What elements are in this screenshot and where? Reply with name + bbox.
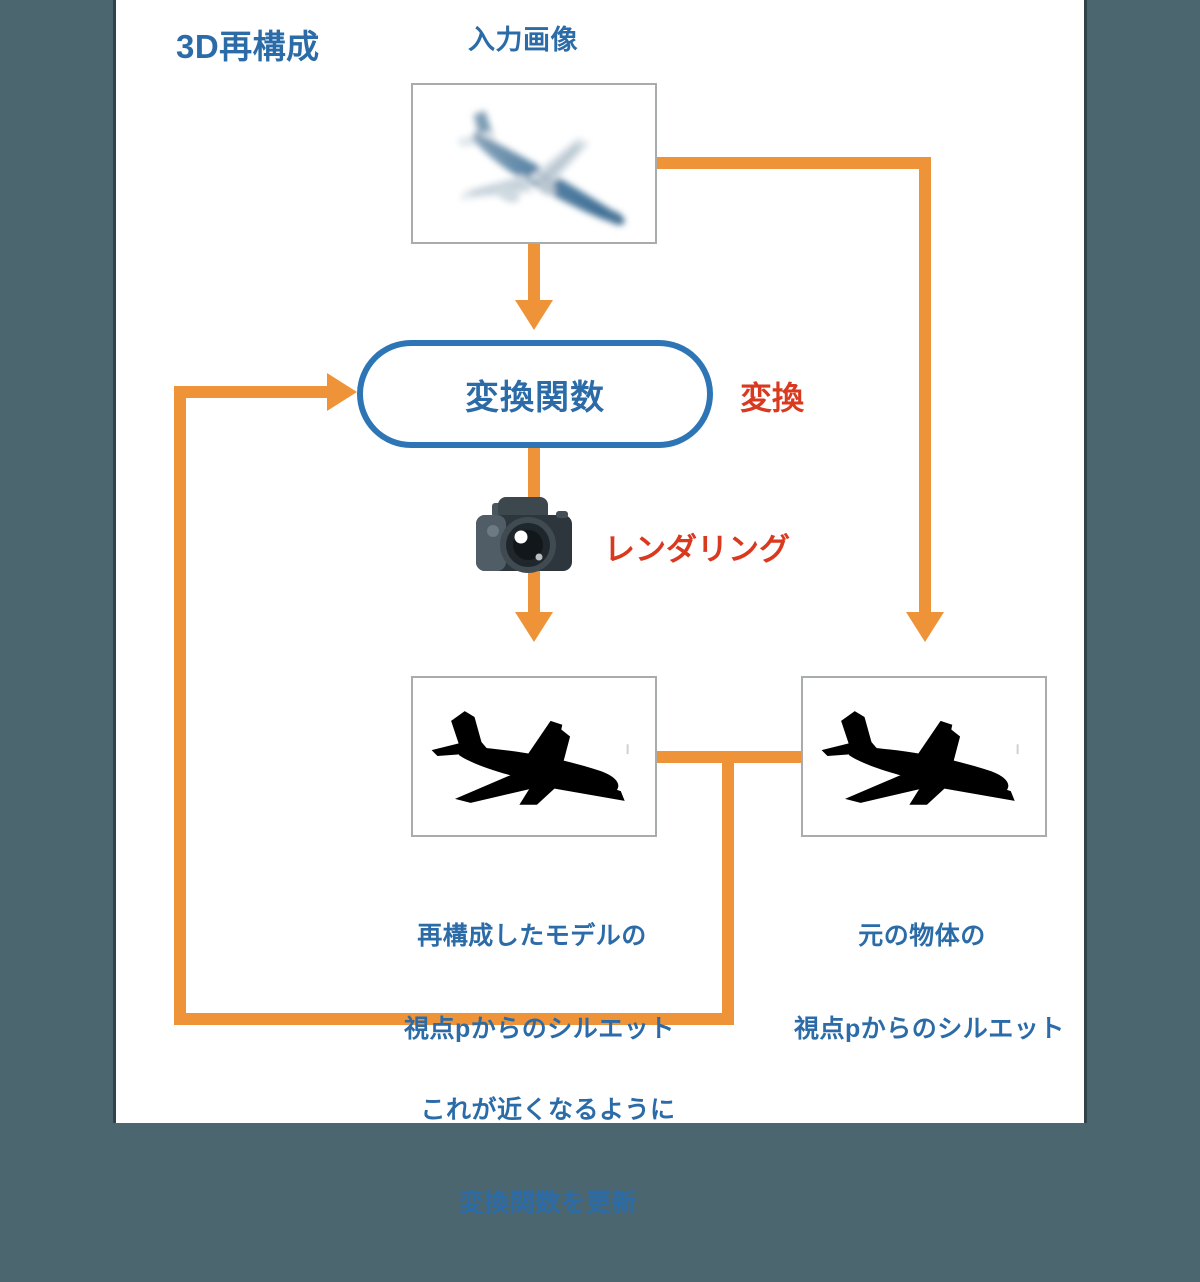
- reconstructed-caption-line2: 視点pからのシルエット: [404, 1015, 675, 1044]
- arrowhead-feedback-to-transform: [327, 373, 357, 411]
- connector-feedback-left: [174, 386, 186, 1025]
- connector-feedback-bottom: [174, 1013, 734, 1025]
- slide-right-rule: [1084, 0, 1087, 1123]
- connector-input-right-vertical: [919, 157, 931, 615]
- input-image-box: [411, 83, 657, 244]
- airplane-photo: [414, 85, 654, 242]
- reconstructed-caption-line1: 再構成したモデルの: [417, 921, 647, 950]
- original-caption-line2: 視点pからのシルエット: [794, 1015, 1065, 1044]
- transform-function-box[interactable]: 変換関数: [357, 340, 713, 448]
- camera-icon: [472, 487, 580, 583]
- original-silhouette-caption: 元の物体の 視点pからのシルエット: [794, 858, 1065, 1108]
- arrowhead-input-to-original: [906, 612, 944, 642]
- slide-left-rule: [113, 0, 116, 1123]
- connector-input-to-transform: [528, 244, 540, 302]
- feedback-caption-line2: 変換関数を更新: [458, 1189, 638, 1218]
- original-silhouette-box: [801, 676, 1047, 837]
- reconstructed-silhouette-box: [411, 676, 657, 837]
- slide-surface: 変換関数: [116, 0, 1084, 1217]
- arrowhead-input-to-transform: [515, 300, 553, 330]
- render-annotation: レンダリング: [604, 532, 790, 567]
- original-caption-line1: 元の物体の: [858, 921, 986, 950]
- input-image-label: 入力画像: [468, 25, 578, 55]
- airplane-silhouette: [414, 678, 654, 835]
- slide-canvas: 変換関数: [113, 0, 1087, 1218]
- page-title: 3D再構成: [176, 28, 320, 65]
- connector-compare-down: [722, 751, 734, 1025]
- connector-feedback-into-transform: [174, 386, 344, 398]
- connector-input-right-horizontal: [655, 157, 931, 169]
- transform-annotation: 変換: [740, 380, 805, 416]
- feedback-caption: これが近くなるように 変換関数を更新: [398, 1032, 698, 1282]
- feedback-caption-line1: これが近くなるように: [420, 1095, 676, 1124]
- reconstructed-silhouette-caption: 再構成したモデルの 視点pからのシルエット: [404, 858, 675, 1108]
- airplane-silhouette: [804, 678, 1044, 835]
- transform-function-label: 変換関数: [465, 378, 605, 417]
- arrowhead-render-to-reconstructed: [515, 612, 553, 642]
